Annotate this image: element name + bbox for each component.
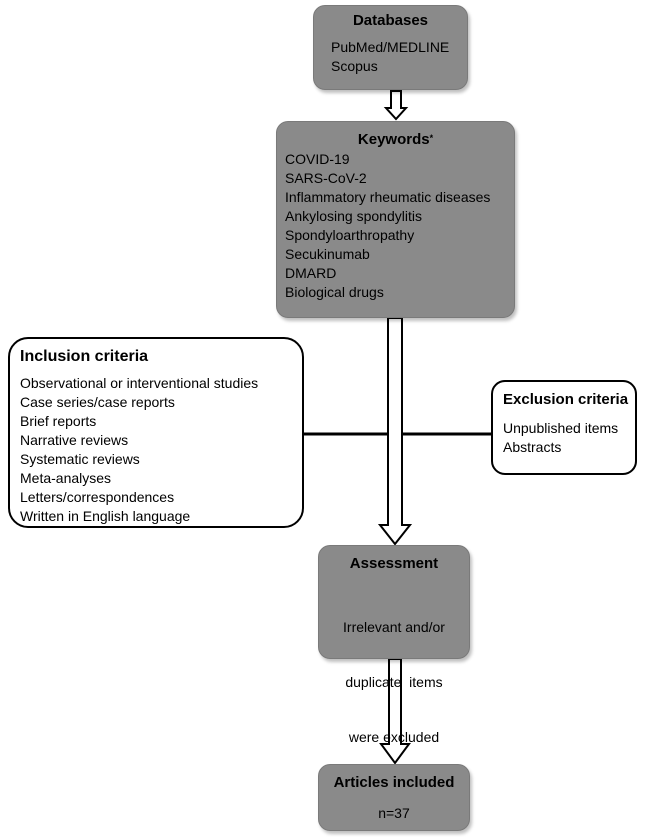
keywords-list: COVID-19 SARS-CoV-2 Inflammatory rheumat… xyxy=(285,150,514,302)
exclusion-criteria-box: Exclusion criteria Unpublished items Abs… xyxy=(491,380,637,475)
keywords-title-marker: * xyxy=(429,133,434,143)
inclusion-item-1: Observational or interventional studies xyxy=(20,375,259,391)
inclusion-item-3: Brief reports xyxy=(20,413,97,429)
articles-included-title: Articles included xyxy=(333,774,455,791)
databases-box: Databases PubMed/MEDLINE Scopus xyxy=(313,5,468,90)
assessment-box: Assessment Irrelevant and/or duplicate i… xyxy=(318,545,470,745)
exclusion-item-2: Abstracts xyxy=(503,439,562,455)
assessment-title: Assessment xyxy=(349,555,439,572)
inclusion-criteria-title: Inclusion criteria xyxy=(20,348,149,365)
keywords-item-6: Secukinumab xyxy=(285,246,370,262)
keywords-item-2: SARS-CoV-2 xyxy=(285,170,367,186)
inclusion-criteria-box: Inclusion criteria Observational or inte… xyxy=(8,337,304,528)
keywords-item-5: Spondyloarthropathy xyxy=(285,227,415,243)
databases-item-2: Scopus xyxy=(331,58,378,74)
inclusion-criteria-list: Observational or interventional studies … xyxy=(20,374,302,526)
exclusion-criteria-title: Exclusion criteria xyxy=(503,391,629,408)
assessment-text: Irrelevant and/or duplicate items were e… xyxy=(319,582,469,783)
keywords-title: Keywords* xyxy=(277,131,514,149)
exclusion-item-1: Unpublished items xyxy=(503,420,619,436)
arrow-databases-to-keywords xyxy=(383,90,409,121)
keywords-box: Keywords* COVID-19 SARS-CoV-2 Inflammato… xyxy=(276,121,515,318)
databases-list: PubMed/MEDLINE Scopus xyxy=(331,38,467,76)
keywords-item-8: Biological drugs xyxy=(285,284,384,300)
arrow-assessment-to-articles xyxy=(379,658,411,765)
inclusion-item-4: Narrative reviews xyxy=(20,432,129,448)
inclusion-item-5: Systematic reviews xyxy=(20,451,140,467)
keywords-item-1: COVID-19 xyxy=(285,151,350,167)
articles-included-box: Articles included n=37 xyxy=(318,764,470,831)
inclusion-item-7: Letters/correspondences xyxy=(20,489,175,505)
keywords-item-3: Inflammatory rheumatic diseases xyxy=(285,189,491,205)
exclusion-criteria-list: Unpublished items Abstracts xyxy=(503,419,635,457)
assessment-line-2: duplicate items xyxy=(345,674,443,690)
arrow-keywords-to-assessment xyxy=(377,317,413,546)
inclusion-item-2: Case series/case reports xyxy=(20,394,175,410)
inclusion-item-8: Written in English language xyxy=(20,508,191,524)
inclusion-item-6: Meta-analyses xyxy=(20,470,112,486)
keywords-item-7: DMARD xyxy=(285,265,337,281)
assessment-line-1: Irrelevant and/or xyxy=(343,619,445,635)
assessment-line-3: were excluded xyxy=(348,729,440,745)
databases-item-1: PubMed/MEDLINE xyxy=(331,39,450,55)
keywords-title-text: Keywords xyxy=(357,131,430,148)
articles-included-count: n=37 xyxy=(378,805,410,821)
databases-title: Databases xyxy=(352,12,429,29)
keywords-item-4: Ankylosing spondylitis xyxy=(285,208,422,224)
